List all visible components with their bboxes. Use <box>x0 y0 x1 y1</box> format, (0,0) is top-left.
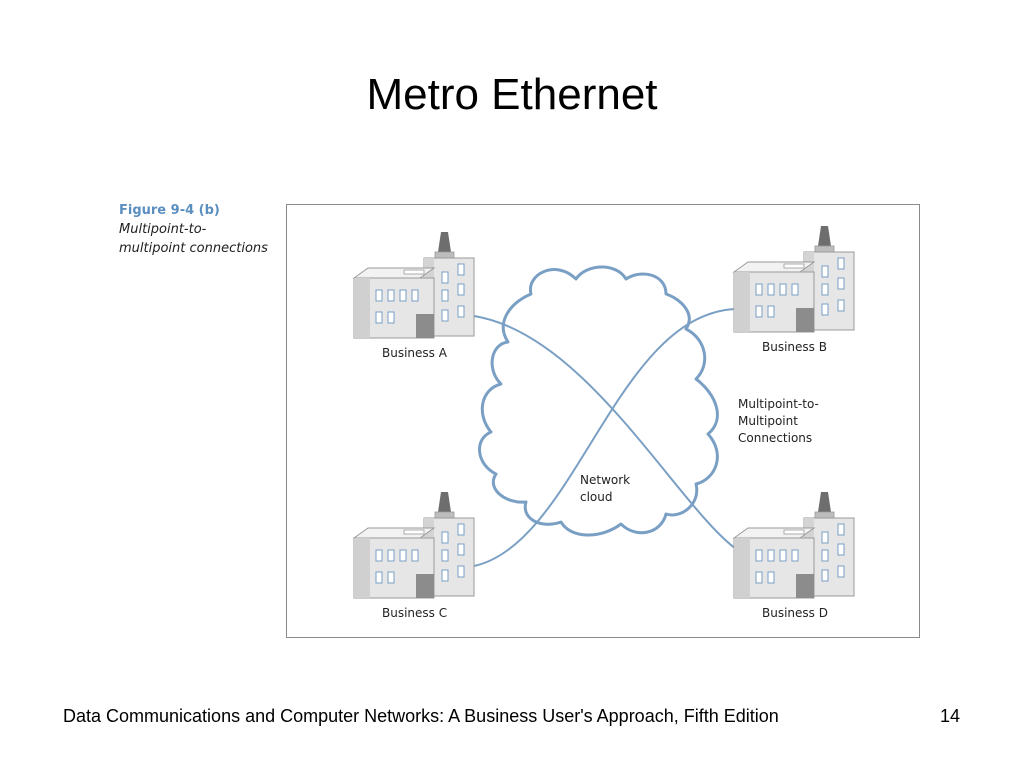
figure-caption: Figure 9-4 (b) Multipoint-to- multipoint… <box>119 201 279 258</box>
building-a-icon <box>353 231 475 339</box>
business-b-label: Business B <box>762 340 827 354</box>
connection-line-c-b <box>473 308 737 567</box>
connection-label-line2: Multipoint <box>738 414 798 428</box>
business-c-label: Business C <box>382 606 447 620</box>
network-diagram: Business A Business B Business C Busines… <box>353 225 855 620</box>
cloud-label-line1: Network <box>580 473 630 487</box>
figure-description-line1: Multipoint-to- <box>119 222 207 237</box>
slide-footer: Data Communications and Computer Network… <box>63 706 779 726</box>
building-d-icon <box>733 491 855 599</box>
slide-title: Metro Ethernet <box>366 70 658 119</box>
building-c-icon <box>353 491 475 599</box>
building-b-icon <box>733 225 855 333</box>
figure-frame <box>286 204 920 638</box>
cloud-label-line2: cloud <box>580 490 613 504</box>
network-cloud <box>478 265 719 537</box>
figure-number: Figure 9-4 (b) <box>119 203 220 218</box>
business-a-label: Business A <box>382 346 448 360</box>
business-d-label: Business D <box>762 606 828 620</box>
connection-label-line3: Connections <box>738 431 812 445</box>
page-number: 14 <box>940 706 961 726</box>
connection-label-line1: Multipoint-to- <box>738 397 819 411</box>
connection-line-a-d <box>473 315 737 550</box>
figure-description-line2: multipoint connections <box>119 241 268 256</box>
